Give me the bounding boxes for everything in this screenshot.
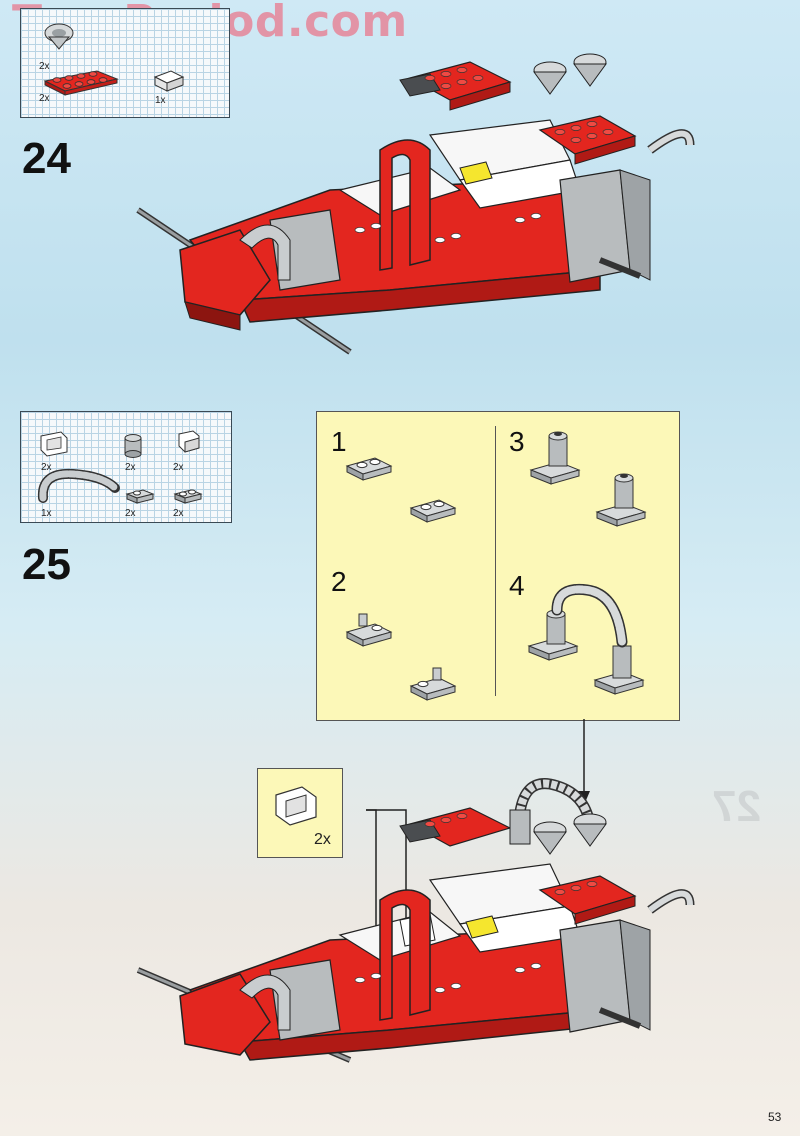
- model-illustration-step-24: [136, 53, 695, 355]
- substep-number: 4: [509, 570, 525, 601]
- background-step-number: 27: [712, 782, 761, 831]
- clip-plate-icon: [409, 667, 457, 701]
- part-qty: 2x: [173, 462, 184, 473]
- part-qty: 2x: [125, 462, 136, 473]
- model-illustration-step-25: [136, 778, 695, 1063]
- round-brick-on-plate-icon: [595, 473, 647, 527]
- panel-divider: [495, 426, 496, 696]
- substep-number: 1: [331, 426, 347, 457]
- cone-icon: [44, 23, 74, 50]
- round-brick-icon: [124, 434, 142, 458]
- parts-box-step-25: 2x 2x 2x 1x 2x 2x: [20, 411, 232, 523]
- white-slope-icon: [275, 786, 317, 826]
- part-qty: 2x: [125, 508, 136, 519]
- part-qty: 2x: [173, 508, 184, 519]
- round-brick-on-plate-icon: [529, 431, 581, 485]
- red-plate-icon: [43, 70, 119, 96]
- part-qty: 2x: [39, 61, 50, 72]
- part-qty: 1x: [155, 95, 166, 106]
- part-qty: 2x: [39, 93, 50, 104]
- plate-1x2-icon: [409, 499, 457, 523]
- parts-box-step-24: 2x 2x 1x: [20, 8, 230, 118]
- step-number: 24: [22, 134, 71, 183]
- part-qty: 1x: [41, 508, 52, 519]
- part-qty: 2x: [41, 462, 52, 473]
- plate-1x2-icon: [173, 489, 203, 504]
- callout-box: 2x: [257, 768, 343, 858]
- plate-1x2-icon: [345, 457, 393, 481]
- substep-number: 3: [509, 426, 525, 457]
- hose-assembly-icon: [527, 583, 645, 695]
- white-slope-icon: [40, 431, 68, 457]
- clip-plate-icon: [345, 613, 393, 647]
- white-slope-icon: [153, 70, 185, 92]
- subassembly-panel: 1 2 3 4: [316, 411, 680, 721]
- step-number: 25: [22, 540, 71, 589]
- page-number: 53: [768, 1110, 782, 1124]
- hose-icon: [37, 468, 120, 503]
- bracket-icon: [178, 430, 200, 453]
- callout-qty: 2x: [314, 831, 331, 848]
- clip-plate-icon: [125, 489, 155, 504]
- substep-number: 2: [331, 566, 347, 597]
